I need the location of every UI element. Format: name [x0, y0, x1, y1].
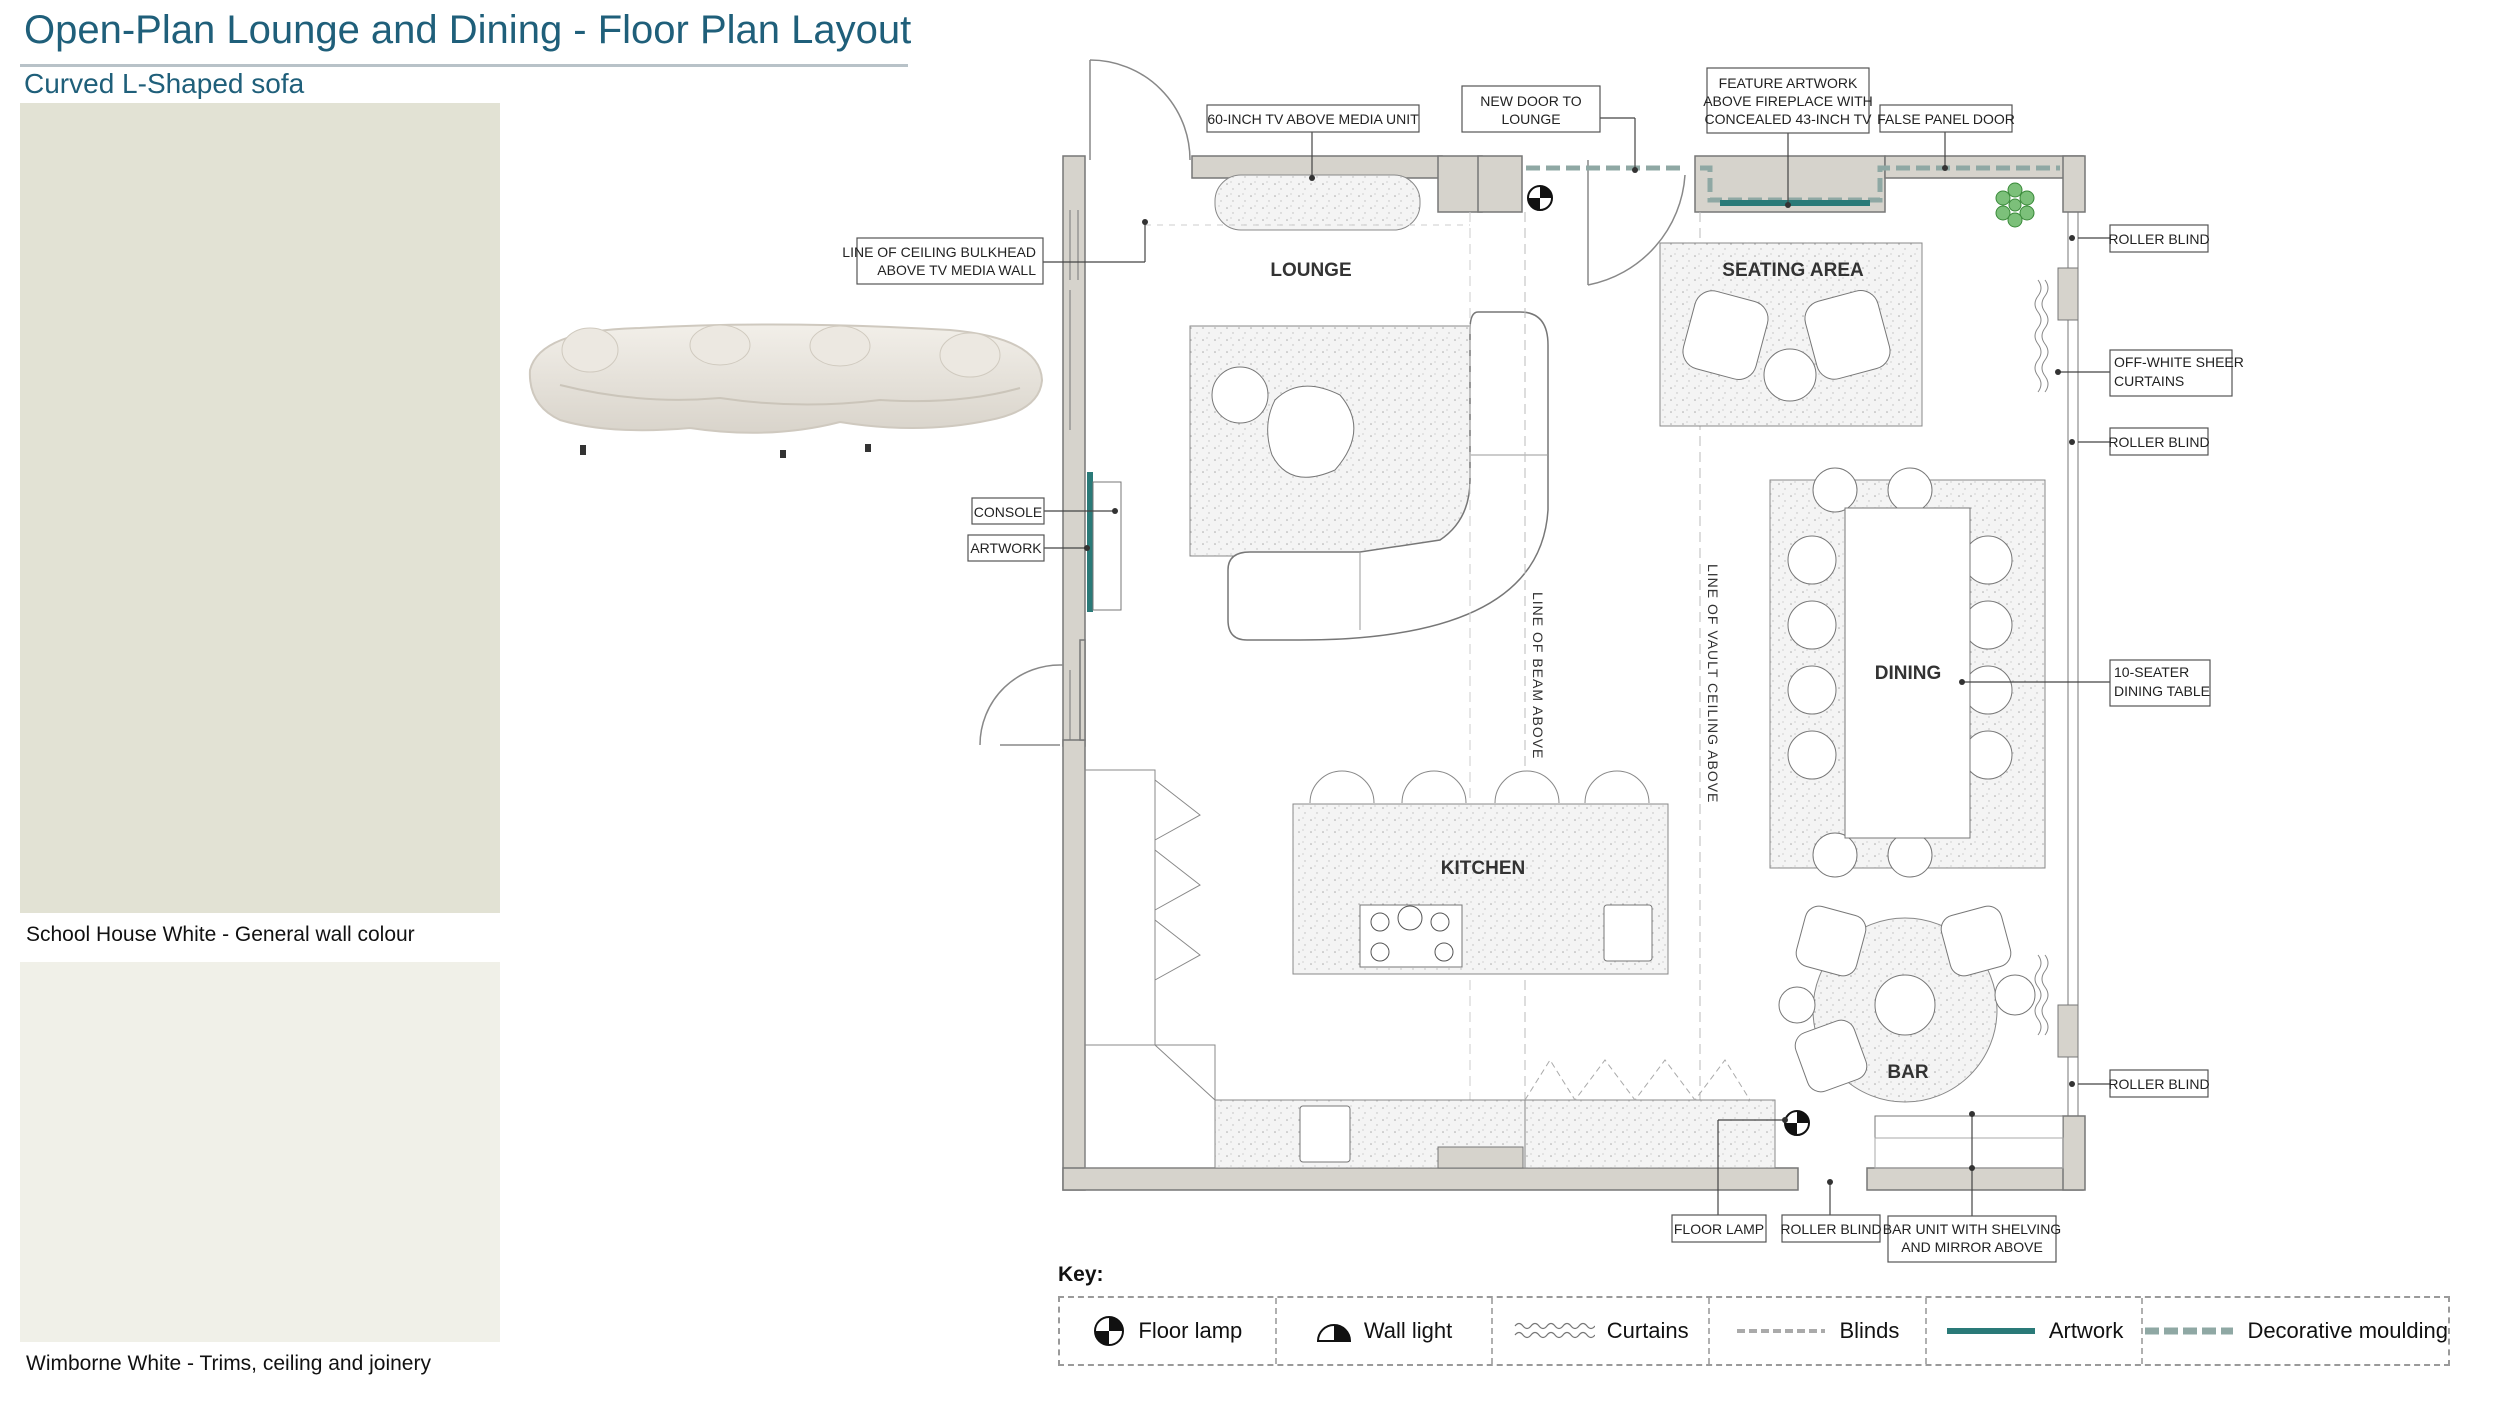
title-underline — [20, 64, 908, 67]
wall-light-icon — [1316, 1324, 1351, 1342]
hob-burners — [1370, 905, 1454, 962]
callout-console: CONSOLE — [974, 504, 1042, 520]
key-curtains: Curtains — [1493, 1298, 1711, 1364]
callout-feature-artwork-1: FEATURE ARTWORK — [1719, 75, 1858, 91]
callout-new-door-1: NEW DOOR TO — [1480, 93, 1581, 109]
feature-artwork — [1720, 200, 1870, 206]
console — [1092, 481, 1122, 611]
callout-roller-blind-2: ROLLER BLIND — [2108, 434, 2209, 450]
callout-boxes — [856, 67, 2233, 1263]
swatch-wimborne-white — [20, 962, 500, 1342]
counter-sink — [1299, 1105, 1351, 1163]
page-title: Open-Plan Lounge and Dining - Floor Plan… — [24, 8, 912, 52]
callout-floor-lamp: FLOOR LAMP — [1674, 1221, 1764, 1237]
key-blinds: Blinds — [1710, 1298, 1927, 1364]
kitchen-cabinets — [1084, 769, 1216, 1169]
bar-chairs — [1778, 905, 2036, 1093]
callout-roller-blind-3: ROLLER BLIND — [2108, 1076, 2209, 1092]
callout-sheer-curtains-2: CURTAINS — [2114, 373, 2184, 389]
key-artwork: Artwork — [1927, 1298, 2144, 1364]
leader-dots — [1084, 165, 2075, 1185]
key-label-wall-light: Wall light — [1363, 1318, 1453, 1343]
callout-roller-blind-1: ROLLER BLIND — [2108, 231, 2209, 247]
beam-line-label: LINE OF BEAM ABOVE — [1530, 592, 1546, 759]
room-bar: BAR — [1887, 1062, 1928, 1083]
island-sink — [1603, 904, 1653, 962]
callout-dining-table-2: DINING TABLE — [2114, 683, 2210, 699]
page-subtitle: Curved L-Shaped sofa — [24, 68, 305, 99]
room-kitchen: KITCHEN — [1441, 858, 1525, 879]
floor-lamp-icon — [1094, 1316, 1125, 1346]
swatch-label-trims: Wimborne White - Trims, ceiling and join… — [26, 1352, 431, 1375]
dining-chairs — [1787, 467, 2013, 878]
curtains-right — [2034, 279, 2049, 1036]
plant — [1995, 182, 2035, 228]
bar-unit — [1874, 1115, 2064, 1139]
callout-bulkhead-1: LINE OF CEILING BULKHEAD — [842, 244, 1036, 260]
key-title: Key: — [1058, 1263, 1104, 1286]
leader-lines — [1040, 117, 2110, 1220]
swatch-school-house-white — [20, 103, 500, 913]
right-window — [2057, 212, 2079, 1116]
callout-tv-media: 60-INCH TV ABOVE MEDIA UNIT — [1207, 111, 1419, 127]
coffee-table — [1267, 385, 1355, 478]
key-label-curtains: Curtains — [1606, 1318, 1689, 1343]
key-label-decorative-moulding: Decorative moulding — [2247, 1318, 2448, 1343]
blinds-icon — [1737, 1329, 1826, 1333]
callout-new-door-2: LOUNGE — [1501, 111, 1560, 127]
callout-dining-table-1: 10-SEATER — [2114, 664, 2189, 680]
artwork-icon — [1946, 1328, 2035, 1334]
bar-table — [1874, 974, 1936, 1036]
curved-sofa-plan — [1227, 311, 1549, 641]
vault-line-label: LINE OF VAULT CEILING ABOVE — [1705, 564, 1721, 803]
key-label-floor-lamp: Floor lamp — [1138, 1318, 1243, 1343]
room-dining: DINING — [1875, 663, 1942, 684]
hob — [1359, 904, 1463, 968]
swatch-label-general-wall: School House White - General wall colour — [26, 923, 415, 946]
callout-roller-blind-4: ROLLER BLIND — [1780, 1221, 1881, 1237]
wall-units — [1524, 1059, 1751, 1101]
callout-sheer-curtains-1: OFF-WHITE SHEER — [2114, 354, 2244, 370]
moulding-icon — [2145, 1327, 2234, 1335]
key-label-blinds: Blinds — [1839, 1318, 1900, 1343]
key-legend: Floor lamp Wall light Curtains Blinds Ar… — [1058, 1296, 2450, 1366]
callout-artwork: ARTWORK — [970, 540, 1042, 556]
cooker — [1437, 1146, 1524, 1169]
floor-lamp-marker-2 — [1784, 1110, 1810, 1136]
curtains-icon — [1514, 1322, 1595, 1339]
callout-false-panel-door: FALSE PANEL DOOR — [1877, 111, 2015, 127]
room-lounge: LOUNGE — [1270, 260, 1351, 281]
armchair-right — [1804, 290, 1891, 380]
room-seating-area: SEATING AREA — [1722, 260, 1864, 281]
armchair-left — [1682, 290, 1769, 380]
bar-stools — [1309, 770, 1650, 804]
seating-side-table — [1763, 348, 1817, 402]
floor-lamp-marker-1 — [1527, 185, 1553, 211]
callout-feature-artwork-2: ABOVE FIREPLACE WITH — [1703, 93, 1873, 109]
key-floor-lamp: Floor lamp — [1060, 1298, 1277, 1364]
left-window — [1069, 210, 1079, 740]
callout-feature-artwork-3: CONCEALED 43-INCH TV — [1704, 111, 1872, 127]
doors — [979, 59, 1686, 746]
key-decorative-moulding: Decorative moulding — [2143, 1298, 2448, 1364]
callout-bar-unit-1: BAR UNIT WITH SHELVING — [1883, 1221, 2061, 1237]
curved-sofa-image — [520, 310, 1050, 470]
side-table — [1211, 366, 1269, 424]
left-artwork — [1087, 472, 1093, 612]
media-unit — [1214, 174, 1421, 231]
key-label-artwork: Artwork — [2048, 1318, 2124, 1343]
callout-bulkhead-2: ABOVE TV MEDIA WALL — [877, 262, 1036, 278]
dining-table — [1844, 507, 1971, 839]
key-wall-light: Wall light — [1277, 1298, 1494, 1364]
callout-bar-unit-2: AND MIRROR ABOVE — [1901, 1239, 2043, 1255]
